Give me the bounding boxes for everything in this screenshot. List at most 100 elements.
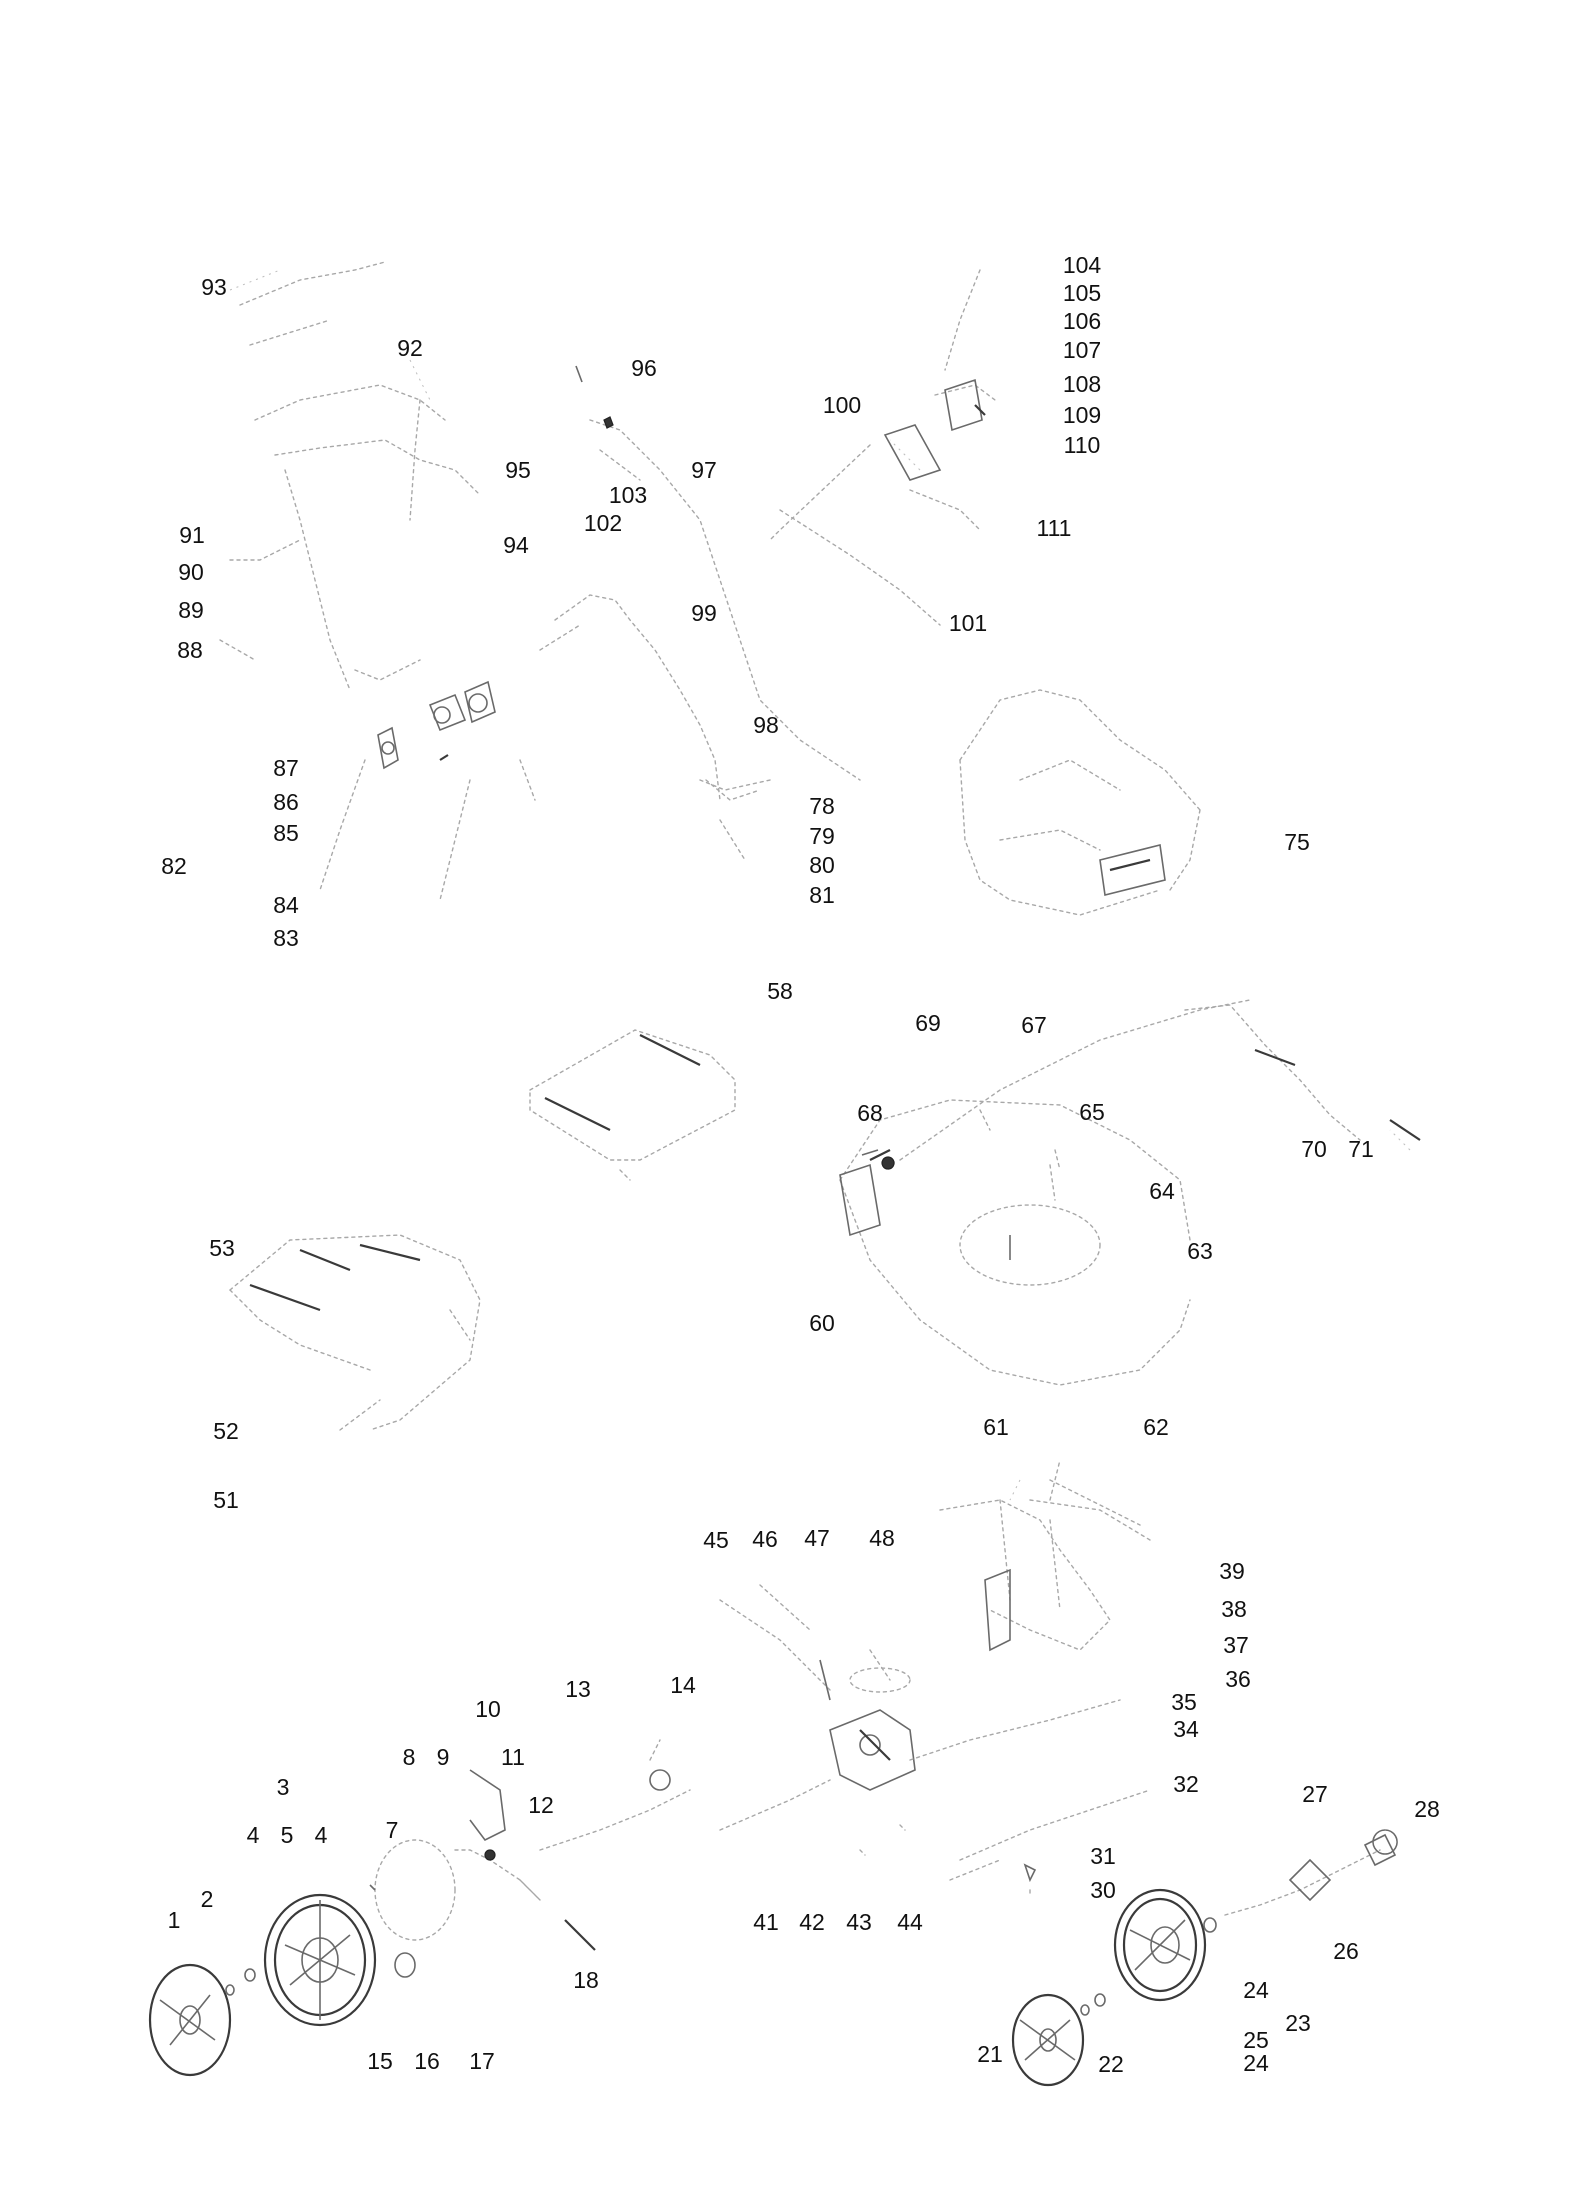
- callout-97: 97: [691, 457, 717, 483]
- callout-46: 46: [752, 1526, 778, 1552]
- callout-24b: 24: [1243, 2050, 1269, 2076]
- callout-62: 62: [1143, 1414, 1169, 1440]
- callout-52: 52: [213, 1418, 239, 1444]
- callout-101: 101: [948, 610, 988, 636]
- callout-89: 89: [178, 597, 204, 623]
- callout-23: 23: [1285, 2010, 1311, 2036]
- callout-12: 12: [528, 1792, 554, 1818]
- callout-32: 32: [1173, 1771, 1199, 1797]
- callout-63: 63: [1187, 1238, 1213, 1264]
- callout-70: 70: [1301, 1136, 1327, 1162]
- callout-68: 68: [857, 1100, 883, 1126]
- callout-87: 87: [273, 755, 299, 781]
- callout-91: 91: [179, 522, 205, 548]
- callout-15: 15: [367, 2048, 393, 2074]
- callout-108: 108: [1062, 371, 1102, 397]
- callout-80: 80: [809, 852, 835, 878]
- callout-43: 43: [846, 1909, 872, 1935]
- callout-17: 17: [469, 2048, 495, 2074]
- callout-5: 5: [280, 1822, 294, 1848]
- callout-13: 13: [565, 1676, 591, 1702]
- callout-38: 38: [1221, 1596, 1247, 1622]
- callout-58: 58: [767, 978, 793, 1004]
- upper-handle-drawing: [219, 261, 536, 901]
- callout-48: 48: [869, 1525, 895, 1551]
- callout-75: 75: [1284, 829, 1310, 855]
- callout-4: 4: [246, 1822, 260, 1848]
- callout-106: 106: [1062, 308, 1102, 334]
- callout-104: 104: [1062, 252, 1102, 278]
- rear-deck-drawing: [939, 1459, 1151, 1652]
- callout-98: 98: [753, 712, 779, 738]
- callout-78: 78: [809, 793, 835, 819]
- callout-90: 90: [178, 559, 204, 585]
- callout-8: 8: [402, 1744, 416, 1770]
- callout-3: 3: [276, 1774, 290, 1800]
- callout-35: 35: [1171, 1689, 1197, 1715]
- callout-9: 9: [436, 1744, 450, 1770]
- callout-60: 60: [809, 1310, 835, 1336]
- callout-81: 81: [809, 882, 835, 908]
- callout-53: 53: [209, 1235, 235, 1261]
- callout-25: 25: [1243, 2027, 1269, 2053]
- callout-92: 92: [397, 335, 423, 361]
- callout-27: 27: [1302, 1781, 1328, 1807]
- callout-36: 36: [1225, 1666, 1251, 1692]
- throttle-lever-drawing: [769, 269, 996, 626]
- callout-34: 34: [1173, 1716, 1199, 1742]
- callout-21: 21: [977, 2041, 1003, 2067]
- callout-82: 82: [161, 853, 187, 879]
- callout-42: 42: [799, 1909, 825, 1935]
- callout-45: 45: [703, 1527, 729, 1553]
- callout-4b: 4: [314, 1822, 328, 1848]
- callout-10: 10: [475, 1696, 501, 1722]
- rear-hubcap-drawing: [1011, 1993, 1106, 2087]
- callout-51: 51: [213, 1487, 239, 1513]
- leader-lines: [229, 269, 1411, 1501]
- rear-wheel-drawing: [1113, 1829, 1398, 2002]
- callout-109: 109: [1062, 402, 1102, 428]
- callout-67: 67: [1021, 1012, 1047, 1038]
- callout-100: 100: [822, 392, 862, 418]
- callout-47: 47: [804, 1525, 830, 1551]
- bowden-cable-drawing: [575, 365, 861, 801]
- callout-30: 30: [1090, 1877, 1116, 1903]
- lower-handle-drawing: [377, 594, 771, 861]
- callout-64: 64: [1149, 1178, 1175, 1204]
- callout-69: 69: [915, 1010, 941, 1036]
- callout-18: 18: [573, 1967, 599, 1993]
- callout-61: 61: [983, 1414, 1009, 1440]
- callout-86: 86: [273, 789, 299, 815]
- callout-26: 26: [1333, 1938, 1359, 1964]
- gearbox-drawing: [719, 1584, 1151, 1896]
- front-wheel-drawing: [263, 1839, 456, 2027]
- callout-85: 85: [273, 820, 299, 846]
- callout-94: 94: [503, 532, 529, 558]
- callout-7: 7: [385, 1817, 399, 1843]
- mulch-insert-drawing: [229, 1234, 481, 1431]
- callout-37: 37: [1223, 1632, 1249, 1658]
- callout-79: 79: [809, 823, 835, 849]
- callout-93: 93: [201, 274, 227, 300]
- callout-22: 22: [1098, 2051, 1124, 2077]
- callout-39: 39: [1219, 1558, 1245, 1584]
- callout-99: 99: [691, 600, 717, 626]
- callout-71: 71: [1348, 1136, 1374, 1162]
- callout-28: 28: [1414, 1796, 1440, 1822]
- callout-105: 105: [1062, 280, 1102, 306]
- callout-111: 111: [1036, 515, 1072, 541]
- callout-41: 41: [753, 1909, 779, 1935]
- callout-102: 102: [583, 510, 623, 536]
- callout-95: 95: [505, 457, 531, 483]
- callout-44: 44: [897, 1909, 923, 1935]
- callout-110: 110: [1063, 432, 1101, 458]
- callout-103: 103: [608, 482, 648, 508]
- callout-24: 24: [1243, 1977, 1269, 2003]
- callout-2: 2: [200, 1886, 214, 1912]
- side-chute-drawing: [529, 1029, 736, 1181]
- callout-1: 1: [167, 1907, 181, 1933]
- callout-96: 96: [631, 355, 657, 381]
- mower-deck-drawing: [839, 999, 1421, 1386]
